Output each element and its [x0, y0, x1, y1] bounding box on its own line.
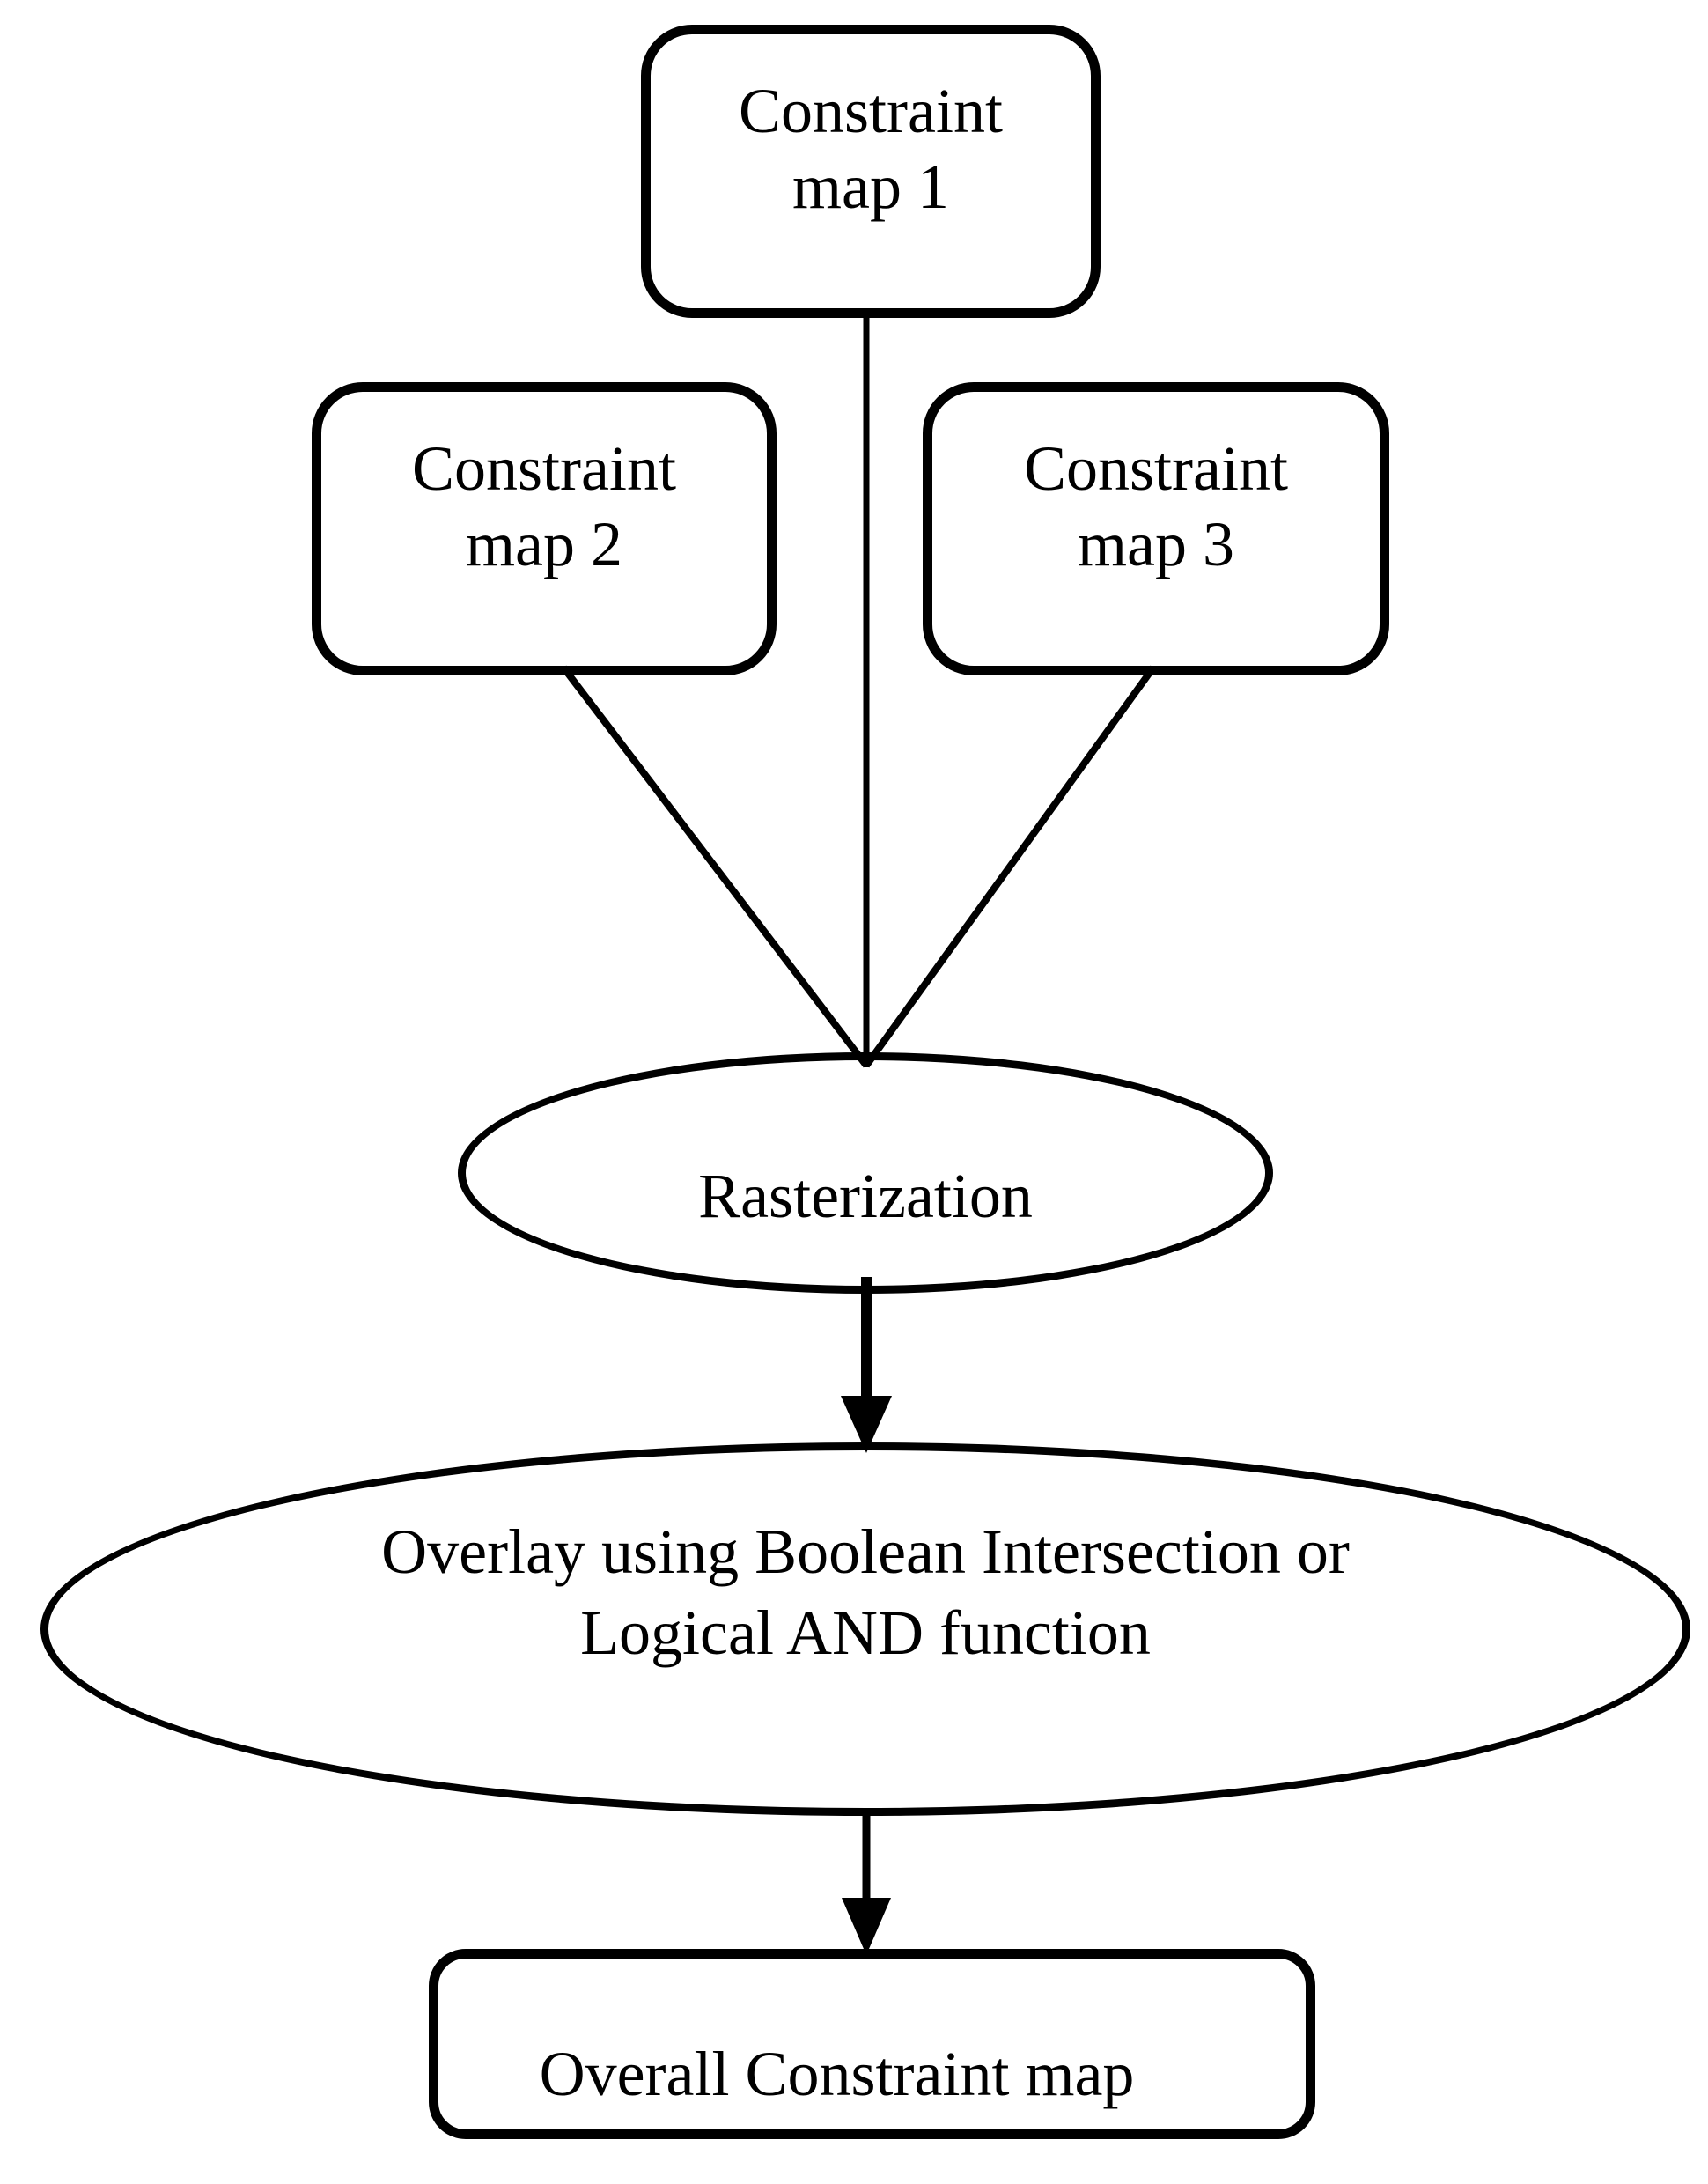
node-label: Overlay using Boolean Intersection or Lo…	[381, 1516, 1350, 1668]
node-overlay-boolean-and: Overlay using Boolean Intersection or Lo…	[40, 1442, 1690, 1816]
edge-overlay-to-overall	[842, 1811, 891, 1955]
node-constraint-map-2: Constraint map 2	[312, 382, 777, 675]
node-label: Rasterization	[698, 1161, 1033, 1231]
arrowhead-down-icon	[842, 1898, 891, 1955]
edge-map3-to-rasterization	[863, 665, 1157, 1068]
node-rasterization: Rasterization	[458, 1052, 1273, 1294]
node-label: Constraint map 2	[412, 432, 676, 579]
node-overall-constraint-map: Overall Constraint map	[429, 1949, 1315, 2139]
node-label: Constraint map 3	[1024, 432, 1288, 579]
node-constraint-map-3: Constraint map 3	[923, 382, 1389, 675]
edge-map2-to-rasterization	[560, 665, 870, 1068]
edge-rasterization-to-overlay	[841, 1277, 892, 1453]
node-constraint-map-1: Constraint map 1	[641, 25, 1101, 318]
node-label: Overall Constraint map	[539, 2039, 1135, 2109]
node-label: Constraint map 1	[739, 75, 1003, 222]
